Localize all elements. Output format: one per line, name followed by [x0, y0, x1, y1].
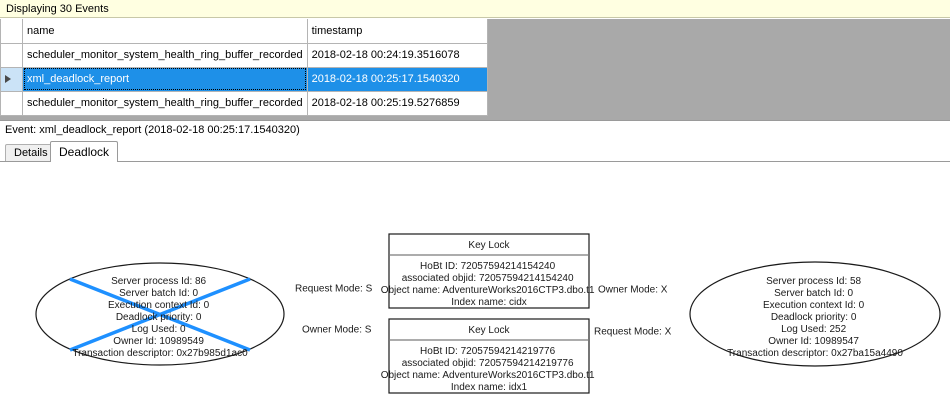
process-left-line-3: Deadlock priority: 0	[116, 312, 202, 323]
deadlock-victim-cross-icon	[69, 277, 251, 352]
column-header-timestamp[interactable]: timestamp	[306, 19, 488, 44]
status-bar: Displaying 30 Events	[0, 0, 950, 18]
table-row[interactable]: scheduler_monitor_system_health_ring_buf…	[0, 42, 488, 68]
row-selector-cell[interactable]	[0, 42, 23, 68]
row-selector-cell[interactable]	[0, 90, 23, 116]
keylock-bottom-line-0: HoBt ID: 72057594214219776	[420, 346, 556, 357]
resource-node-keylock-top-text: HoBt ID: 72057594214154240 associated ob…	[381, 261, 598, 308]
keylock-bottom-line-3: Index name: idx1	[451, 382, 528, 393]
edge-left-owner: Owner Mode: S	[302, 325, 372, 336]
edge-right-request-label: Request Mode: X	[594, 327, 672, 338]
tab-strip[interactable]: Details Deadlock	[0, 141, 950, 162]
process-right-line-0: Server process Id: 58	[766, 276, 861, 287]
row-selector-cell[interactable]	[0, 66, 23, 92]
table-row[interactable]: scheduler_monitor_system_health_ring_buf…	[0, 90, 488, 116]
deadlock-graph-canvas[interactable]: Request Mode: S Owner Mode: S Owner Mode…	[0, 161, 950, 400]
process-node-right[interactable]: Server process Id: 58 Server batch Id: 0…	[689, 261, 941, 367]
keylock-bottom-line-1: associated objid: 72057594214219776	[402, 358, 574, 369]
resource-node-keylock-top[interactable]: Key Lock HoBt ID: 72057594214154240 asso…	[381, 233, 598, 309]
process-left-line-0: Server process Id: 86	[111, 276, 206, 287]
edge-left-request: Request Mode: S	[295, 284, 373, 295]
resource-node-keylock-bottom-title: Key Lock	[468, 325, 510, 336]
edge-right-owner: Owner Mode: X	[598, 285, 668, 296]
event-detail-title: Event: xml_deadlock_report (2018-02-18 0…	[5, 124, 300, 136]
process-left-line-2: Execution context Id: 0	[108, 300, 210, 311]
edge-left-owner-label: Owner Mode: S	[302, 325, 372, 336]
column-header-name[interactable]: name	[22, 19, 308, 44]
keylock-top-line-1: associated objid: 72057594214154240	[402, 273, 574, 284]
process-node-right-text: Server process Id: 58 Server batch Id: 0…	[727, 276, 903, 359]
table-header-row: name timestamp	[0, 19, 488, 44]
keylock-top-line-3: Index name: cidx	[451, 297, 527, 308]
event-detail-header: Event: xml_deadlock_report (2018-02-18 0…	[0, 120, 950, 140]
process-right-line-3: Deadlock priority: 0	[771, 312, 857, 323]
keylock-top-line-2: Object name: AdventureWorks2016CTP3.dbo.…	[381, 285, 595, 296]
resource-node-keylock-bottom-shape[interactable]	[388, 318, 590, 394]
resource-node-keylock-top-shape[interactable]	[388, 233, 590, 309]
table-row-selected[interactable]: xml_deadlock_report 2018-02-18 00:25:17.…	[0, 66, 488, 92]
events-grid[interactable]: name timestamp scheduler_monitor_system_…	[0, 19, 488, 116]
process-right-line-1: Server batch Id: 0	[774, 288, 853, 299]
edge-left-request-label: Request Mode: S	[295, 284, 373, 295]
cell-timestamp[interactable]: 2018-02-18 00:25:19.5276859	[306, 90, 488, 116]
cell-name[interactable]: xml_deadlock_report	[22, 66, 308, 92]
edge-right-request: Request Mode: X	[594, 327, 672, 338]
edge-right-owner-label: Owner Mode: X	[598, 285, 668, 296]
process-left-line-1: Server batch Id: 0	[119, 288, 198, 299]
process-right-line-6: Transaction descriptor: 0x27ba15a4490	[727, 348, 903, 359]
process-left-line-6: Transaction descriptor: 0x27b985d1ac0	[72, 348, 248, 359]
cell-timestamp[interactable]: 2018-02-18 00:25:17.1540320	[306, 66, 488, 92]
process-right-line-2: Execution context Id: 0	[763, 300, 865, 311]
process-node-left-text: Server process Id: 86 Server batch Id: 0…	[72, 276, 248, 359]
keylock-top-line-0: HoBt ID: 72057594214154240	[420, 261, 556, 272]
process-left-line-5: Owner Id: 10989549	[113, 336, 204, 347]
process-node-right-shape[interactable]	[689, 261, 941, 367]
cell-timestamp[interactable]: 2018-02-18 00:24:19.3516078	[306, 42, 488, 68]
resource-node-keylock-bottom-text: HoBt ID: 72057594214219776 associated ob…	[381, 346, 598, 393]
resource-node-keylock-bottom[interactable]: Key Lock HoBt ID: 72057594214219776 asso…	[381, 318, 598, 394]
cell-name[interactable]: scheduler_monitor_system_health_ring_buf…	[22, 90, 308, 116]
process-left-line-4: Log Used: 0	[132, 324, 186, 335]
status-bar-label: Displaying 30 Events	[6, 3, 109, 15]
resource-node-keylock-top-title: Key Lock	[468, 240, 510, 251]
keylock-bottom-line-2: Object name: AdventureWorks2016CTP3.dbo.…	[381, 370, 595, 381]
column-header-selector	[0, 19, 23, 44]
row-pointer-triangle-icon	[5, 75, 11, 84]
events-grid-container[interactable]: name timestamp scheduler_monitor_system_…	[0, 19, 950, 120]
cell-name[interactable]: scheduler_monitor_system_health_ring_buf…	[22, 42, 308, 68]
tab-details[interactable]: Details	[5, 144, 57, 161]
tab-deadlock[interactable]: Deadlock	[50, 141, 119, 162]
process-right-line-4: Log Used: 252	[781, 324, 846, 335]
process-node-left[interactable]: Server process Id: 86 Server batch Id: 0…	[35, 262, 285, 366]
process-right-line-5: Owner Id: 10989547	[768, 336, 859, 347]
